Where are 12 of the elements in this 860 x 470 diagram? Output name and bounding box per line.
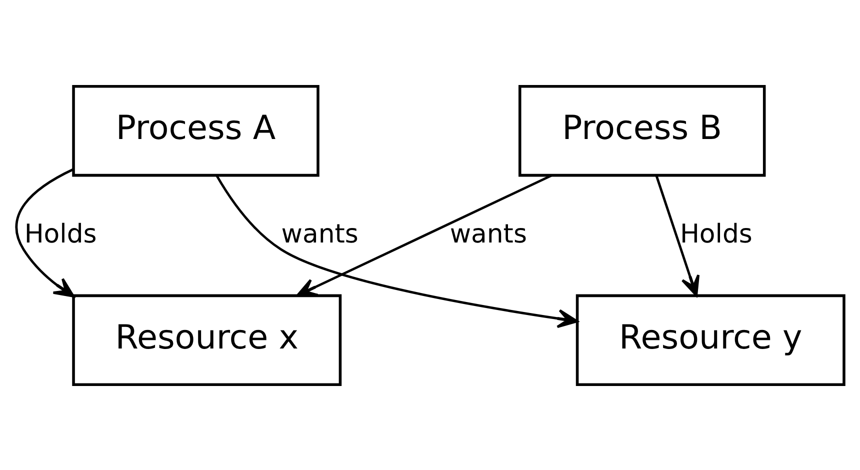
arrow: [15, 168, 75, 297]
arrow: [296, 174, 552, 296]
edge-label: Holds: [680, 218, 752, 249]
node-box: Resource x: [72, 294, 342, 386]
node-box: Resource y: [576, 294, 846, 386]
edge-label: wants: [281, 218, 358, 249]
edge-label: wants: [450, 218, 527, 249]
arrow: [216, 174, 578, 328]
node-box: Process B: [518, 84, 766, 176]
arrow: [655, 174, 700, 296]
edge-label: Holds: [24, 218, 97, 249]
node-box: Process A: [72, 84, 320, 176]
